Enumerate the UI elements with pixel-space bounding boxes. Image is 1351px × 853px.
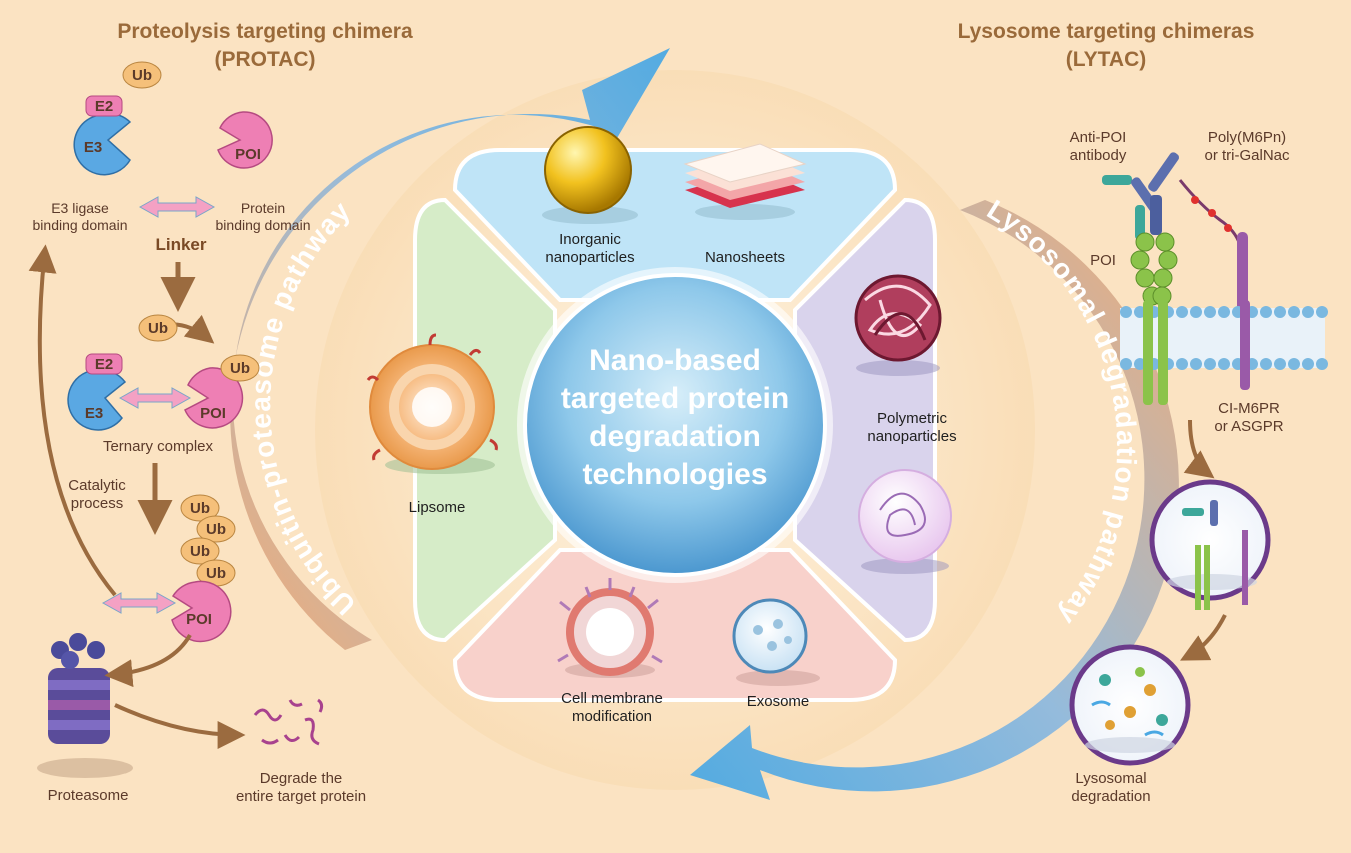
lytac-poi-label: POI	[1090, 252, 1116, 269]
inorganic-label-line-1: Inorganic	[559, 231, 621, 248]
protein-binding-label-line-1: Protein	[241, 200, 285, 216]
protac-subtitle: (PROTAC)	[214, 48, 315, 71]
linker-arrow-icon-3	[101, 592, 177, 614]
lytac-title: Lysosome targeting chimeras	[958, 20, 1255, 43]
ub-label-5: Ub	[206, 521, 226, 538]
receptor-label-line-1: CI-M6PR	[1218, 400, 1280, 417]
catalytic-label-line-2: process	[71, 495, 124, 512]
antibody-icon	[1102, 152, 1179, 240]
endocytosis-arrow	[1183, 419, 1215, 479]
poi-label: POI	[235, 146, 261, 163]
gold-nanoparticle-icon	[544, 126, 632, 214]
catalytic-label-line-1: Catalytic	[68, 477, 126, 494]
ub-badge-3	[220, 354, 260, 382]
ub-label: Ub	[132, 67, 152, 84]
ternary-complex-label: Ternary complex	[103, 438, 214, 455]
e3-label: E3	[84, 139, 102, 156]
center-title-line-2: targeted protein	[561, 382, 789, 415]
linker-label: Linker	[155, 235, 206, 254]
e3-binding-label-line-2: binding domain	[33, 217, 128, 233]
center-title: Nano-based targeted protein degradation …	[561, 344, 789, 491]
anti-poi-label-line-1: Anti-POI	[1070, 129, 1127, 146]
ub-label-3: Ub	[230, 360, 250, 377]
poi-icon-3	[171, 580, 232, 643]
poi-label-2: POI	[200, 405, 226, 422]
center-circle	[523, 273, 827, 577]
exosome-icon	[732, 598, 820, 686]
proteasome-label: Proteasome	[48, 787, 129, 804]
recycle-arrow	[28, 244, 117, 597]
inorganic-label-line-2: nanoparticles	[545, 249, 634, 266]
e3-label-2: E3	[85, 405, 103, 422]
polymeric-nanoparticle-icon	[854, 274, 942, 376]
e2-label-2: E2	[95, 356, 113, 373]
e2-badge-2	[85, 353, 123, 375]
to-lysosome-arrow	[1180, 614, 1227, 661]
ub-badge	[122, 61, 162, 89]
to-proteasome-arrow	[104, 633, 192, 688]
lytac-poi-icon	[1130, 232, 1178, 306]
polyubiquitin-chain	[180, 494, 236, 587]
protac-title: Proteolysis targeting chimera	[117, 20, 413, 43]
e2-badge	[85, 95, 123, 117]
receptor-anchor	[1240, 300, 1250, 390]
e2-label: E2	[95, 98, 113, 115]
nanosheets-label: Nanosheets	[705, 249, 785, 266]
exosome-label: Exosome	[747, 693, 810, 710]
ub-label-6: Ub	[190, 543, 210, 560]
poi-icon	[217, 111, 273, 169]
poi-label-3: POI	[186, 611, 212, 628]
polymetric-label-line-2: nanoparticles	[867, 428, 956, 445]
lipsome-label: Lipsome	[409, 499, 466, 516]
poly-label-line-2: or tri-GalNac	[1204, 147, 1290, 164]
cell-membrane-icon	[557, 578, 663, 678]
receptor-label-line-2: or ASGPR	[1214, 418, 1283, 435]
lysosomal-degradation-label-line-2: degradation	[1071, 788, 1150, 805]
polymer-sphere-icon	[858, 469, 952, 574]
poi-anchor-2	[1158, 300, 1168, 405]
degrade-label-line-2: entire target protein	[236, 788, 366, 805]
cell-membrane-label-line-1: Cell membrane	[561, 690, 663, 707]
e3-ligase-icon-2	[67, 369, 127, 431]
glyco-dots	[1191, 196, 1232, 232]
nanosheets-icon	[683, 143, 807, 220]
center-title-line-1: Nano-based	[589, 344, 761, 377]
linker-arrow-icon-2	[118, 387, 192, 409]
proteasome-icon	[48, 633, 110, 744]
endosome-icon	[1149, 479, 1271, 610]
ub-label-2: Ub	[148, 320, 168, 337]
poly-label-line-1: Poly(M6Pn)	[1208, 129, 1286, 146]
e3-ligase-icon	[73, 112, 132, 176]
degrade-arrow	[114, 703, 246, 749]
liposome-icon	[366, 333, 498, 474]
polymetric-label-line-1: Polymetric	[877, 410, 948, 427]
linker-arrow-icon	[138, 196, 216, 218]
receptor-icon	[1237, 232, 1248, 322]
degraded-fragments-icon	[253, 698, 324, 746]
lysosomal-degradation-label-line-1: Lysosomal	[1075, 770, 1146, 787]
glyco-chain-icon	[1178, 179, 1242, 246]
cell-membrane-label-line-2: modification	[572, 708, 652, 725]
anti-poi-label-line-2: antibody	[1070, 147, 1127, 164]
lytac-subtitle: (LYTAC)	[1066, 48, 1147, 71]
protein-binding-label-line-2: binding domain	[216, 217, 311, 233]
lysosome-icon	[1069, 644, 1191, 766]
degrade-label-line-1: Degrade the	[260, 770, 343, 787]
ub-label-7: Ub	[206, 565, 226, 582]
poi-anchor-1	[1143, 300, 1153, 405]
ub-badge-2	[138, 314, 178, 342]
e3-binding-label-line-1: E3 ligase	[51, 200, 109, 216]
center-title-line-4: technologies	[582, 458, 767, 491]
ub-label-4: Ub	[190, 500, 210, 517]
center-title-line-3: degradation	[589, 420, 761, 453]
